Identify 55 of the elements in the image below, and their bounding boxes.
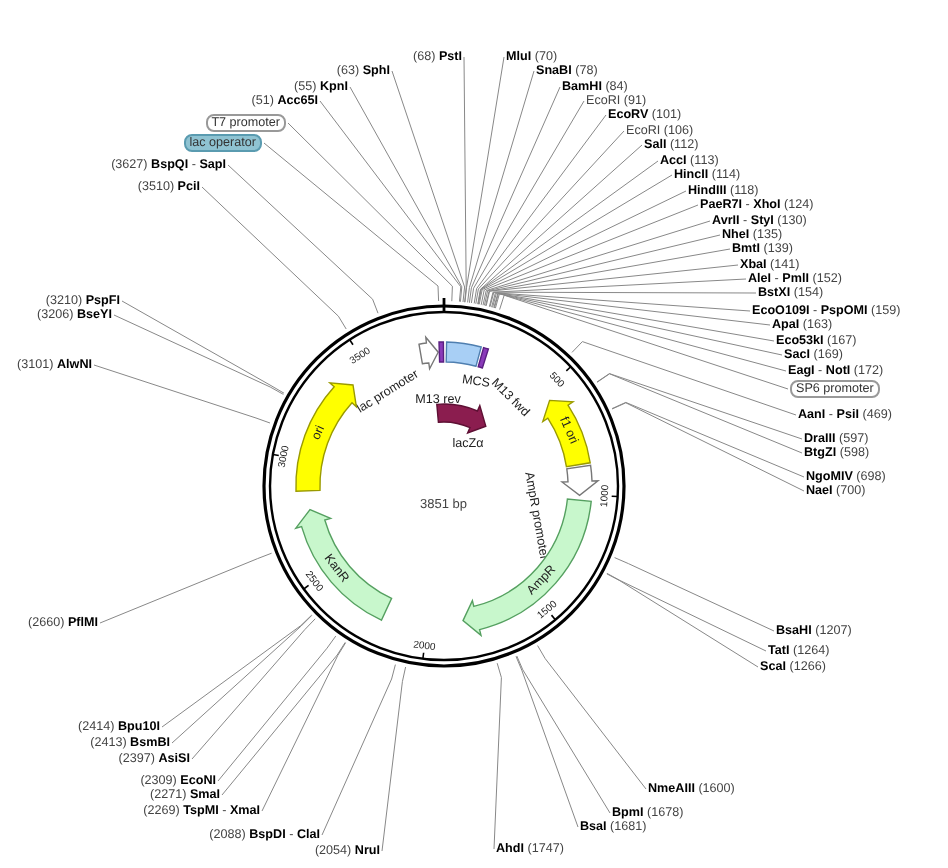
leader-line [483, 234, 721, 306]
leader-line [391, 70, 466, 303]
leader-line [319, 100, 462, 303]
leader-line [515, 655, 579, 828]
leader-line [488, 278, 747, 308]
leader-line [493, 292, 775, 342]
leader-line [473, 114, 607, 304]
leader-line [482, 220, 711, 306]
leader-line [201, 186, 347, 330]
leader-line [596, 373, 803, 440]
leader-line [478, 190, 687, 305]
leader-line [489, 291, 757, 308]
leader-line [470, 100, 585, 304]
leader-line [494, 293, 787, 372]
leader-line [596, 373, 803, 454]
leader-line [614, 557, 775, 632]
leader-line [477, 144, 643, 305]
leader-line [485, 248, 731, 307]
leader-line [477, 160, 659, 305]
leader-line [464, 56, 505, 303]
leader-line [99, 552, 273, 624]
leader-line [611, 401, 805, 478]
leader-line [221, 641, 346, 796]
leader-line [468, 86, 561, 304]
leader-line [121, 300, 285, 394]
leader-line [571, 341, 797, 416]
leader-line [93, 364, 271, 424]
leader-line [287, 122, 453, 302]
leader-line [493, 662, 502, 850]
leader-line [217, 635, 337, 782]
leader-line [261, 642, 347, 812]
leader-line [463, 56, 467, 303]
leader-line [161, 614, 313, 728]
leader-line [491, 292, 751, 312]
leader-line [349, 86, 463, 303]
leader-line [467, 70, 535, 303]
leader-line [499, 294, 789, 390]
leader-line [493, 293, 783, 356]
leader-line [606, 573, 759, 668]
leader-line [321, 664, 396, 836]
leader-line [477, 174, 673, 305]
leader-line [516, 655, 611, 814]
leader-line [606, 572, 767, 652]
leader-line [263, 142, 440, 302]
leader-line [191, 618, 316, 760]
leader-line [492, 292, 771, 326]
leader-line [227, 164, 379, 314]
leader-line [113, 314, 284, 395]
leader-line [537, 645, 647, 790]
leader-line [381, 666, 407, 852]
leader-line [480, 204, 699, 306]
leader-line [171, 614, 313, 744]
leader-line [485, 264, 739, 307]
leader-line [475, 130, 625, 305]
leader-line [611, 402, 805, 492]
